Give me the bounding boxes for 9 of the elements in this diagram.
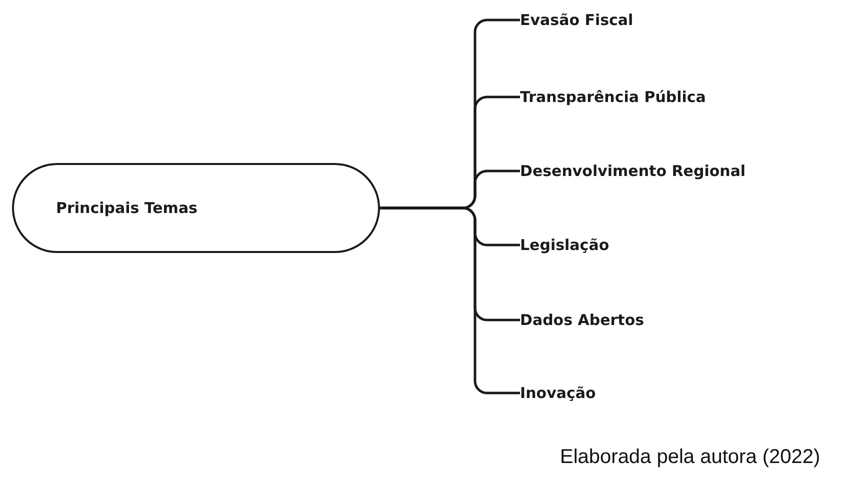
- topic-label: Legislação: [520, 236, 610, 254]
- topic-label: Dados Abertos: [520, 311, 644, 329]
- caption: Elaborada pela autora (2022): [560, 446, 820, 469]
- topic-label: Inovação: [520, 384, 596, 402]
- topic-label: Evasão Fiscal: [520, 11, 634, 29]
- connector-line: [380, 206, 520, 394]
- topic-label: Principais Temas: [56, 199, 198, 217]
- topic-label: Desenvolvimento Regional: [520, 162, 746, 180]
- topic-label: Transparência Pública: [520, 88, 706, 106]
